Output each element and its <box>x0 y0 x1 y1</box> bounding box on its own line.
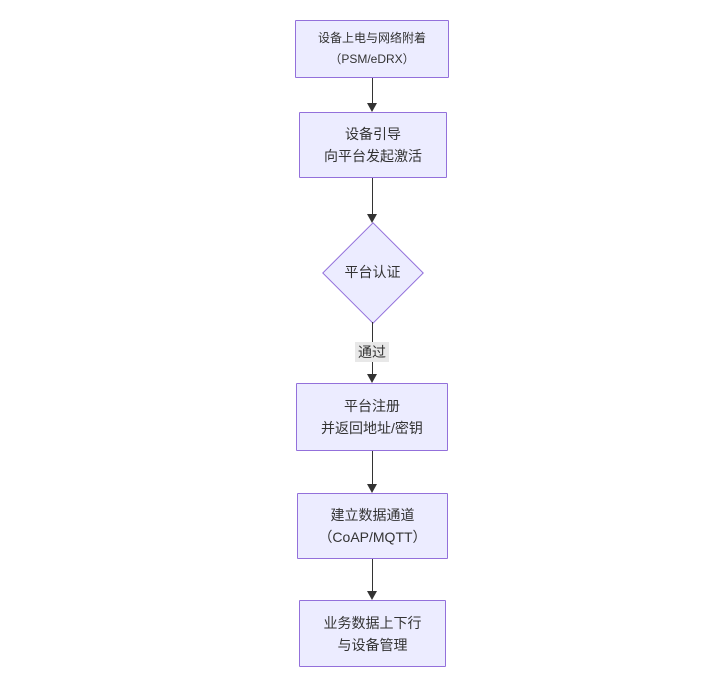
node-label-line: 建立数据通道 <box>330 507 415 523</box>
node-label-line: （PSM/eDRX） <box>329 52 415 66</box>
node-label-line: 平台认证 <box>344 264 401 280</box>
arrowhead-down <box>367 591 377 600</box>
node-power-network-attach: 设备上电与网络附着 （PSM/eDRX） <box>295 20 449 78</box>
edge-label-pass: 通过 <box>355 342 389 362</box>
node-label-line: （CoAP/MQTT） <box>318 529 427 545</box>
edge-register-to-channel <box>372 451 373 484</box>
node-label-line: 业务数据上下行 <box>323 614 422 631</box>
node-label-line: 平台注册 <box>344 398 400 414</box>
node-label-line: 向平台发起激活 <box>324 148 422 164</box>
edge-channel-to-business <box>372 559 373 591</box>
node-label-line: 设备引导 <box>345 126 401 142</box>
node-platform-register: 平台注册 并返回地址/密钥 <box>296 383 448 451</box>
edge-bootstrap-to-auth <box>372 178 373 214</box>
arrowhead-down <box>367 103 377 112</box>
node-data-channel: 建立数据通道 （CoAP/MQTT） <box>297 493 448 559</box>
edge-power-to-bootstrap <box>372 78 373 103</box>
arrowhead-down <box>367 484 377 493</box>
arrowhead-down <box>367 374 377 383</box>
arrowhead-down <box>367 214 377 223</box>
node-label-line: 并返回地址/密钥 <box>321 420 423 436</box>
node-platform-auth-decision: 平台认证 <box>321 221 424 324</box>
node-label-line: 设备上电与网络附着 <box>317 31 426 45</box>
node-device-bootstrap: 设备引导 向平台发起激活 <box>299 112 447 178</box>
node-business-data-mgmt: 业务数据上下行 与设备管理 <box>299 600 446 667</box>
node-label-line: 与设备管理 <box>337 636 408 653</box>
